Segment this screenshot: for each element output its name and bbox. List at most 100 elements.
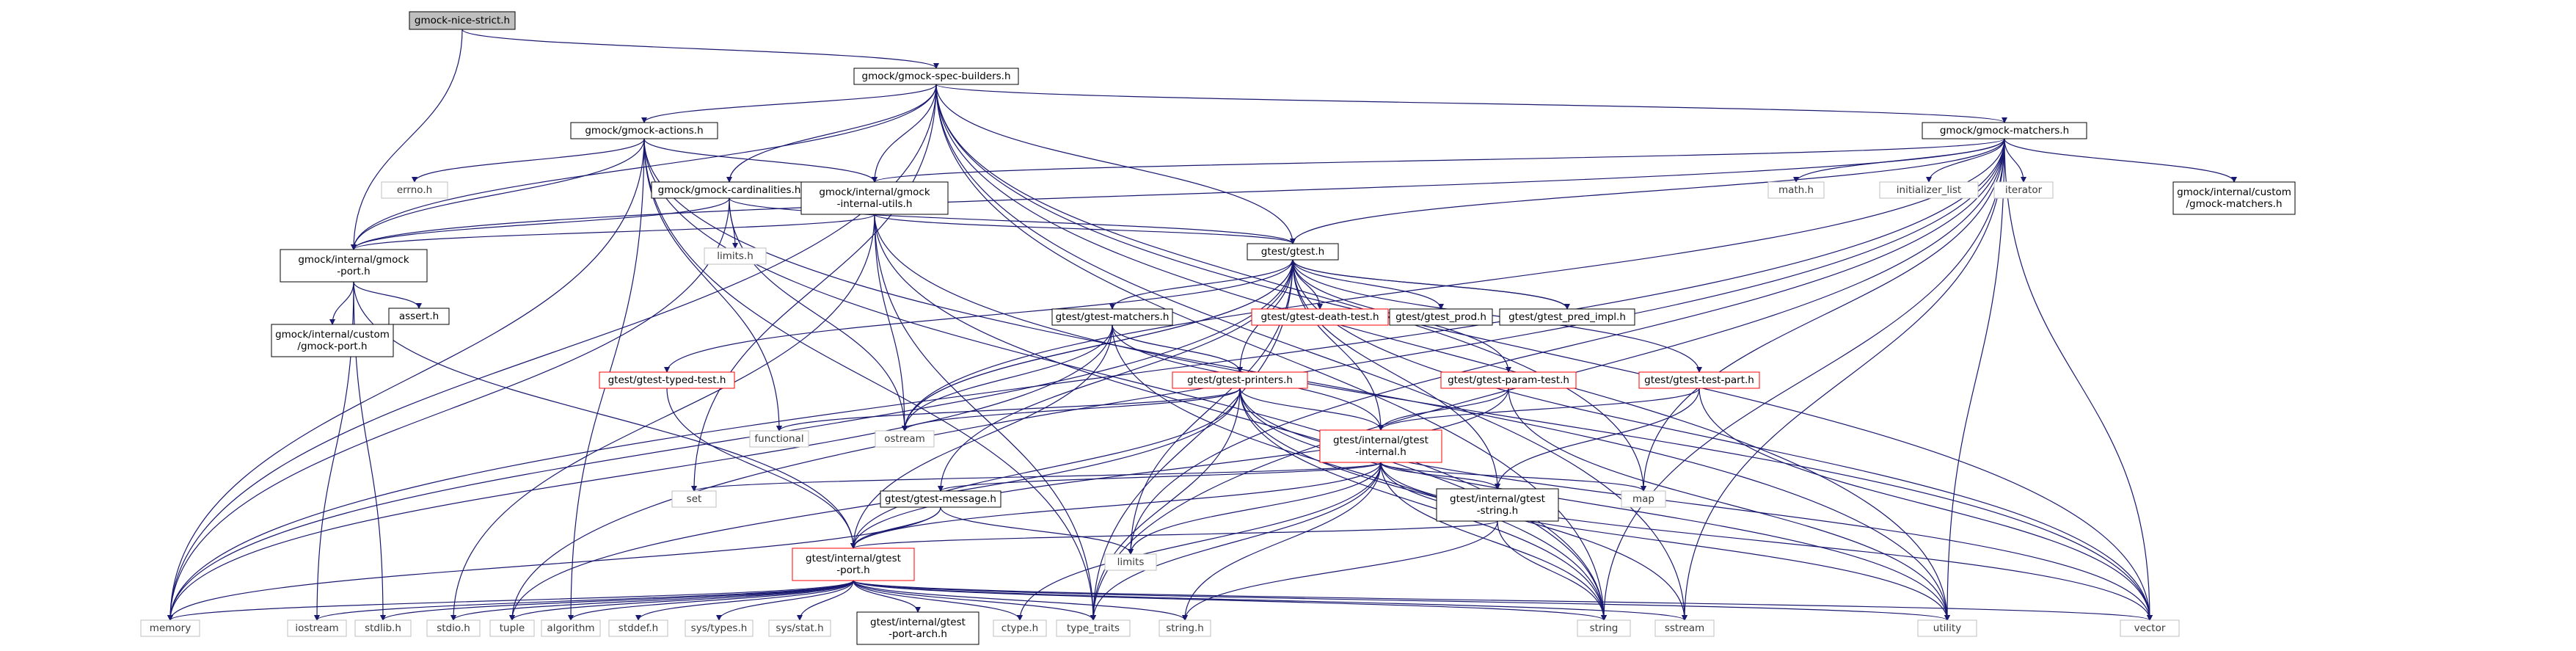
node-deathtest[interactable]: gtest/gtest-death-test.h xyxy=(1251,308,1389,326)
node-functional: functional xyxy=(749,430,809,448)
node-box xyxy=(409,11,516,30)
edge-actions-to-gmport xyxy=(351,138,645,250)
edge-intutils-to-vector xyxy=(874,214,2153,621)
edge-specb-to-map xyxy=(935,84,1646,492)
node-label: memory xyxy=(150,622,191,634)
node-printers[interactable]: gtest/gtest-printers.h xyxy=(1172,371,1308,389)
edge-gtinternal-to-set xyxy=(691,462,1382,492)
node-intutils[interactable]: gmock/internal/gmock-internal-utils.h xyxy=(800,181,949,215)
node-label: gtest/gtest-printers.h xyxy=(1187,374,1293,386)
node-label: -port.h xyxy=(337,266,370,277)
node-predimpl[interactable]: gtest/gtest_pred_impl.h xyxy=(1499,308,1635,326)
edge-gtport-to-iostream xyxy=(314,580,854,621)
node-box xyxy=(685,619,754,637)
node-box xyxy=(800,181,949,215)
edge-gtest-to-ostream xyxy=(902,259,1294,432)
edge-gtest-to-typedtest xyxy=(664,259,1294,373)
node-label: gmock/gmock-spec-builders.h xyxy=(862,70,1011,82)
node-label: gtest/internal/gtest xyxy=(1450,493,1545,505)
edge-specb-to-sstream xyxy=(935,84,1687,621)
node-label: gtest/internal/gtest xyxy=(870,617,966,628)
node-testpart[interactable]: gtest/gtest-test-part.h xyxy=(1638,371,1760,389)
node-gtinternal[interactable]: gtest/internal/gtest-internal.h xyxy=(1319,429,1442,463)
node-box xyxy=(1767,181,1825,199)
edge-matchers-to-iterator xyxy=(2004,138,2026,183)
node-gmcustomport[interactable]: gmock/internal/custom/gmock-port.h xyxy=(271,324,394,357)
edge-predimpl-to-gtest xyxy=(1290,259,1568,310)
node-gmport[interactable]: gmock/internal/gmock-port.h xyxy=(280,249,428,283)
edge-specb-to-actions xyxy=(641,84,937,123)
node-box xyxy=(388,308,450,325)
node-paramtest[interactable]: gtest/gtest-param-test.h xyxy=(1440,371,1577,389)
edge-matchers-to-mathh xyxy=(1793,138,2005,183)
node-tuple: tuple xyxy=(489,619,535,637)
edge-gtinternal-to-typetraits xyxy=(1090,462,1382,621)
node-label: gmock/internal/custom xyxy=(275,329,390,341)
node-gtport[interactable]: gtest/internal/gtest-port.h xyxy=(792,548,915,581)
node-box xyxy=(1389,308,1493,326)
node-box xyxy=(880,490,1001,508)
node-message[interactable]: gtest/gtest-message.h xyxy=(880,490,1001,508)
nodes-layer: gmock-nice-strict.h gmock/gmock-spec-buil… xyxy=(140,11,2296,645)
node-assert[interactable]: assert.h xyxy=(388,308,450,325)
edge-gtinternal-to-gtstring xyxy=(1380,462,1500,490)
node-box xyxy=(2120,619,2180,637)
edge-matchers-to-string xyxy=(1601,138,2005,621)
node-label: gmock/internal/custom xyxy=(2177,186,2291,198)
node-box xyxy=(489,619,535,637)
node-box xyxy=(599,371,735,389)
node-gtstring[interactable]: gtest/internal/gtest-string.h xyxy=(1436,488,1559,522)
edge-intutils-to-string xyxy=(874,214,1607,621)
edge-gtport-to-portarch xyxy=(853,580,921,613)
edge-intutils-to-ostream xyxy=(874,214,908,432)
edge-printers-to-gtport xyxy=(850,388,1241,549)
edge-actions-to-string xyxy=(643,138,1607,621)
node-stdlibh: stdlib.h xyxy=(354,619,412,637)
node-label: gtest/gtest.h xyxy=(1261,246,1324,258)
edge-gtmatchers-to-ostream xyxy=(902,324,1113,432)
edge-message-to-limits xyxy=(940,506,1134,555)
node-set: set xyxy=(671,490,717,508)
node-root[interactable]: gmock-nice-strict.h xyxy=(409,11,516,30)
node-matchers[interactable]: gmock/gmock-matchers.h xyxy=(1922,122,2087,139)
node-gmcustommatch[interactable]: gmock/internal/custom/gmock-matchers.h xyxy=(2172,181,2296,215)
node-box xyxy=(1922,122,2087,139)
edge-gmport-to-gmcustomport xyxy=(329,281,354,325)
node-label: math.h xyxy=(1778,184,1814,196)
node-gtest[interactable]: gtest/gtest.h xyxy=(1247,243,1339,261)
node-portarch[interactable]: gtest/internal/gtest-port-arch.h xyxy=(856,611,979,645)
node-label: gmock-nice-strict.h xyxy=(415,15,510,26)
node-typedtest[interactable]: gtest/gtest-typed-test.h xyxy=(599,371,735,389)
node-gtprod[interactable]: gtest/gtest_prod.h xyxy=(1389,308,1493,326)
node-iterator: iterator xyxy=(1993,181,2054,199)
edge-gtport-to-sstream xyxy=(853,580,1687,621)
node-card[interactable]: gmock/gmock-cardinalities.h xyxy=(651,181,808,199)
node-label: string xyxy=(1590,622,1619,634)
edge-intutils-to-gmport xyxy=(351,214,875,250)
edge-gtinternal-to-utility xyxy=(1380,462,1950,621)
node-limitsh: limits.h xyxy=(704,247,767,265)
node-actions[interactable]: gmock/gmock-actions.h xyxy=(570,122,718,139)
edge-gtport-to-systypes xyxy=(716,580,854,621)
node-iostream: iostream xyxy=(287,619,347,637)
node-label: stdlib.h xyxy=(365,622,401,634)
edge-gtport-to-sysstat xyxy=(797,580,854,621)
node-box xyxy=(1104,553,1157,571)
node-label: gtest/gtest_pred_impl.h xyxy=(1508,311,1626,323)
edge-gmport-to-assert xyxy=(353,281,422,309)
node-box xyxy=(1436,488,1559,522)
node-gtmatchers[interactable]: gtest/gtest-matchers.h xyxy=(1051,308,1173,326)
edge-paramtest-to-gtport xyxy=(850,388,1509,549)
node-label: tuple xyxy=(500,622,525,634)
node-specb[interactable]: gmock/gmock-spec-builders.h xyxy=(853,68,1019,85)
edge-gtest-to-deathtest xyxy=(1292,259,1323,310)
edge-specb-to-gtest xyxy=(935,84,1296,244)
edge-actions-to-intutils xyxy=(643,138,877,183)
edge-printers-to-vector xyxy=(1239,388,2153,621)
edge-gtstring-to-stringh xyxy=(1182,520,1498,621)
node-label: gmock/gmock-cardinalities.h xyxy=(658,184,801,196)
edge-printers-to-functional xyxy=(776,388,1241,432)
node-sstream: sstream xyxy=(1654,619,1715,637)
edge-gtest-to-gtinternal xyxy=(1292,259,1384,431)
edge-matchers-to-initlist xyxy=(1926,138,2005,183)
